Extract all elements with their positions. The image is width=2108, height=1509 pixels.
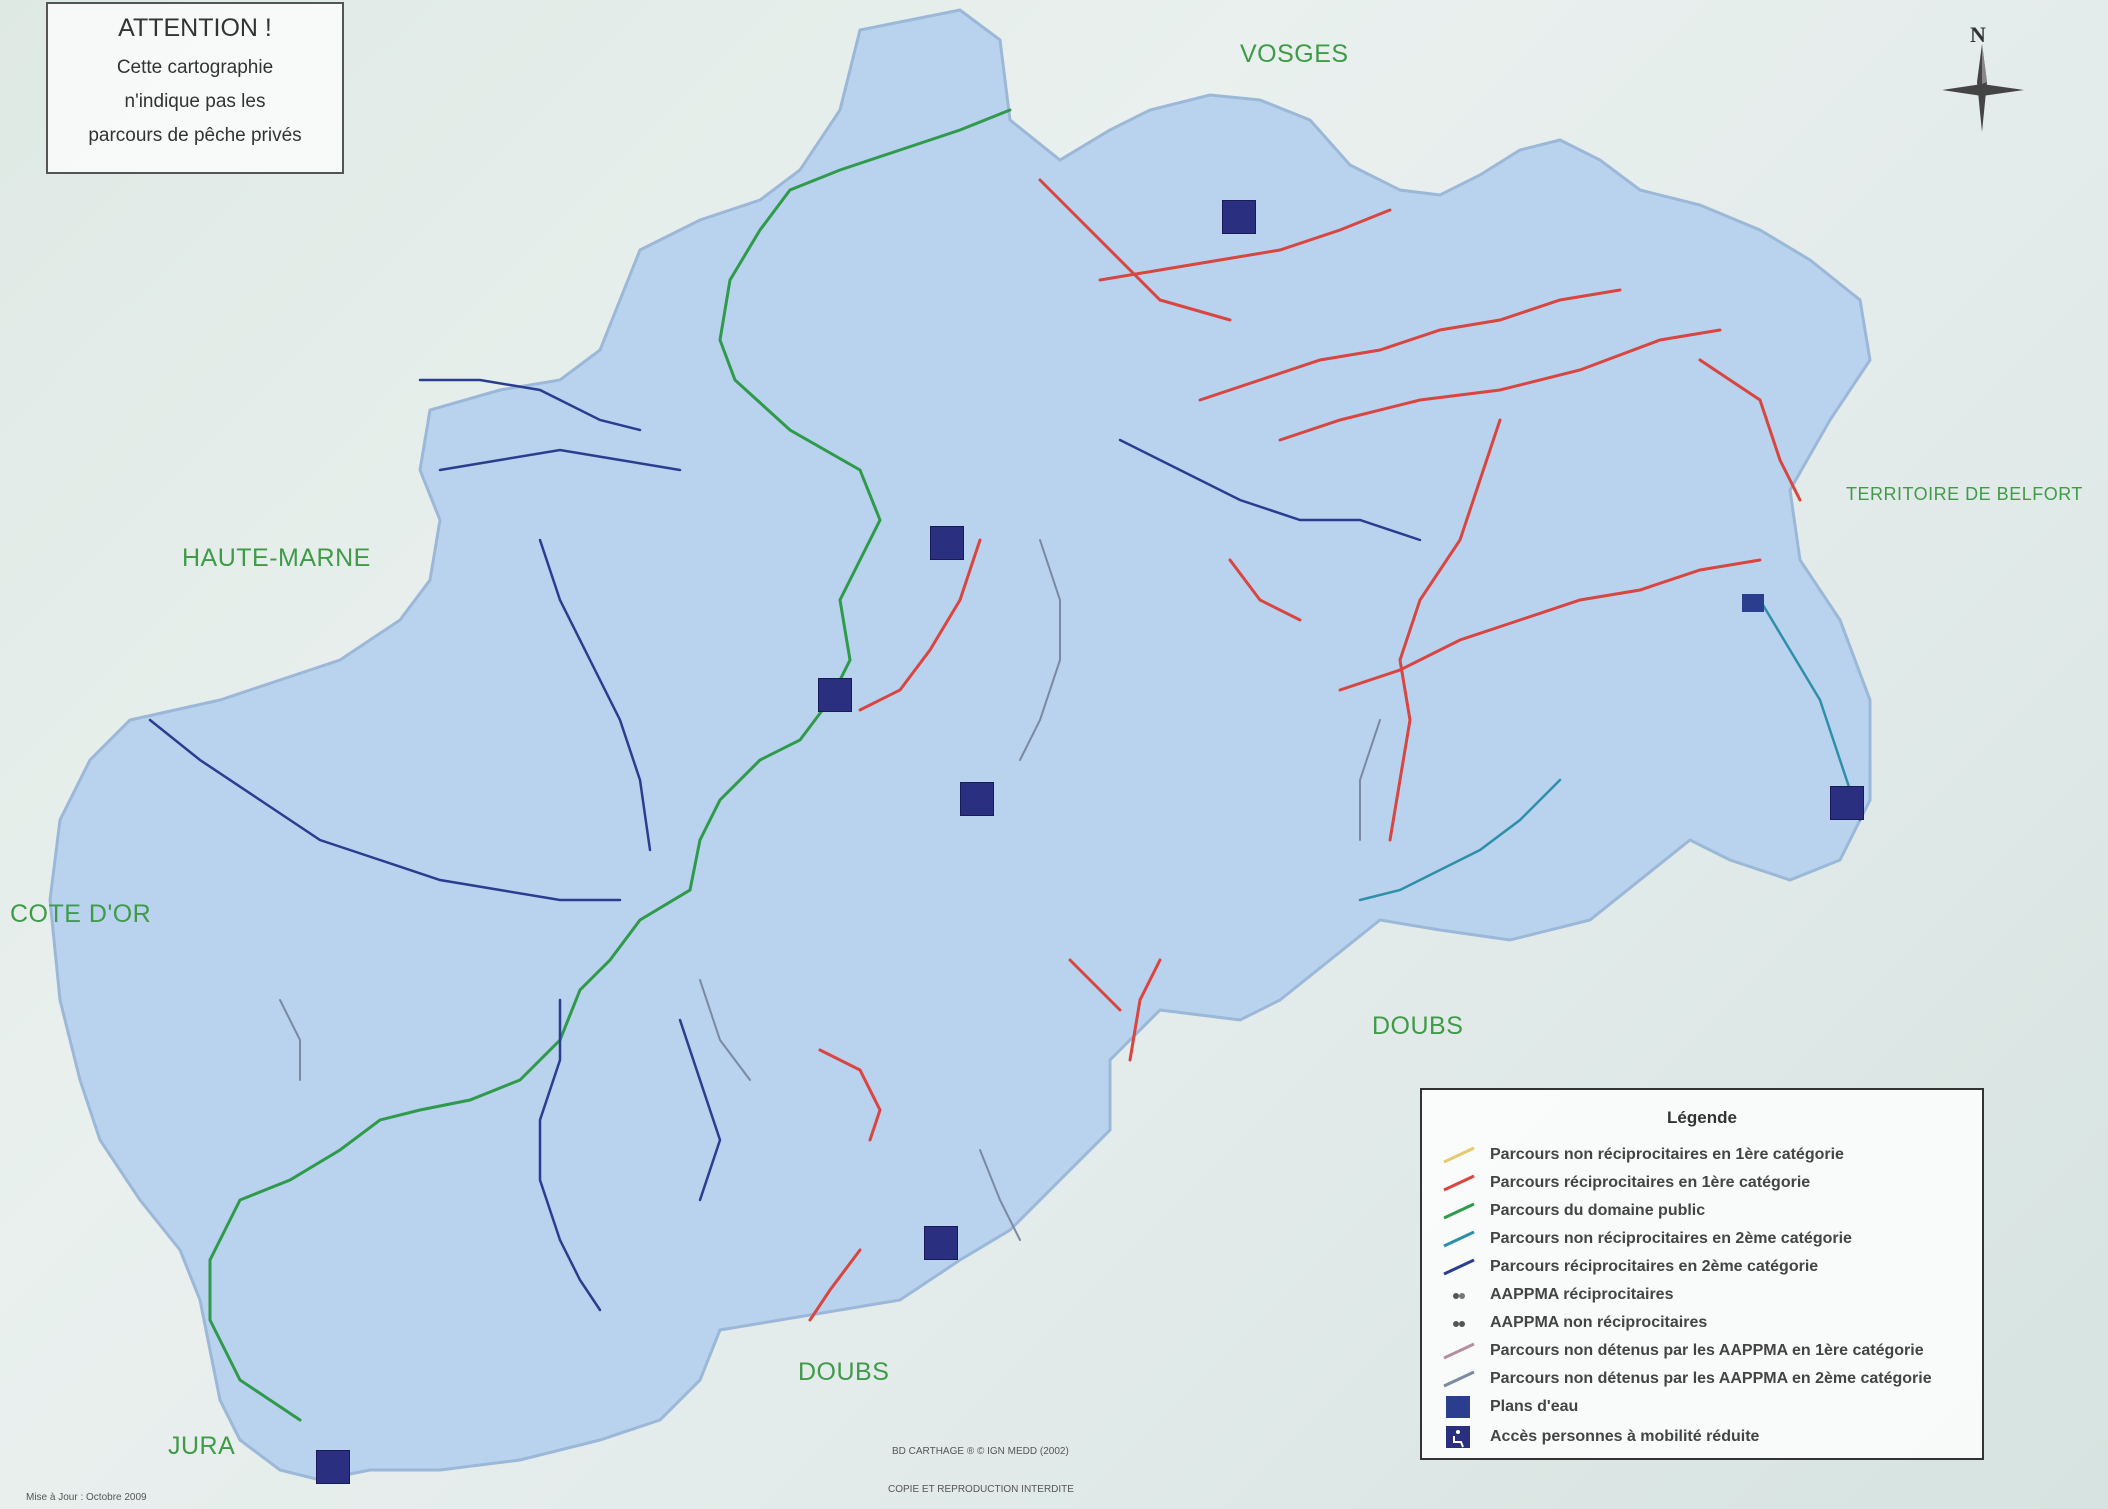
river-segment xyxy=(1019,539,1061,761)
legend-label: Parcours non réciprocitaires en 1ère cat… xyxy=(1490,1146,1844,1163)
river-segment xyxy=(818,1048,882,1142)
legend-title: Légende xyxy=(1667,1108,1737,1127)
department-shape xyxy=(48,8,1872,1482)
river-segment xyxy=(1118,438,1422,542)
river-segment xyxy=(1359,719,1381,841)
river-segment xyxy=(538,538,652,852)
legend-label: Parcours réciprocitaires en 1ère catégor… xyxy=(1490,1174,1811,1191)
water-body-icon xyxy=(1446,1396,1470,1418)
river-segment xyxy=(1098,208,1392,282)
river-segment xyxy=(1388,418,1502,842)
water-body-marker xyxy=(1742,594,1764,612)
attention-line-2: n'indique pas les xyxy=(124,91,266,112)
legend-line-symbol xyxy=(1443,1202,1475,1220)
region-haute-marne: HAUTE-MARNE xyxy=(182,544,371,572)
river-segment xyxy=(678,1018,722,1202)
legend-line-symbol xyxy=(1443,1258,1475,1276)
river-segment xyxy=(438,448,682,472)
pmr-access-icon[interactable] xyxy=(818,678,852,712)
river-segment xyxy=(148,718,622,902)
legend-item: AAPPMA non réciprocitaires xyxy=(1442,1312,1707,1334)
legend-item: Parcours non réciprocitaires en 1ère cat… xyxy=(1442,1144,1844,1166)
legend-line-symbol xyxy=(1443,1342,1475,1360)
svg-text:N: N xyxy=(1970,22,1986,47)
legend-label: Parcours réciprocitaires en 2ème catégor… xyxy=(1490,1258,1819,1275)
legend-line-symbol xyxy=(1443,1174,1475,1192)
river-segment xyxy=(279,999,301,1081)
region-cote-dor: COTE D'OR xyxy=(10,900,152,928)
river-segment xyxy=(1128,958,1162,1062)
credit-copyright: COPIE ET REPRODUCTION INTERDITE xyxy=(888,1484,1074,1495)
attention-title: ATTENTION ! xyxy=(118,14,272,42)
legend-item: Parcours réciprocitaires en 2ème catégor… xyxy=(1442,1256,1818,1278)
legend-line-symbol xyxy=(1443,1370,1475,1388)
credit-ign: BD CARTHAGE ® © IGN MEDD (2002) xyxy=(892,1446,1069,1457)
pmr-access-icon[interactable] xyxy=(1830,786,1864,820)
river-segment xyxy=(858,538,982,712)
aappma-recip-icon xyxy=(1453,1293,1465,1299)
river-segment xyxy=(1278,328,1722,442)
river-segment xyxy=(979,1149,1021,1241)
legend-item: Parcours non réciprocitaires en 2ème cat… xyxy=(1442,1228,1852,1250)
pmr-access-icon[interactable] xyxy=(930,526,964,560)
legend-label: Parcours non détenus par les AAPPMA en 2… xyxy=(1490,1370,1932,1387)
legend-label: Parcours non réciprocitaires en 2ème cat… xyxy=(1490,1230,1852,1247)
legend-label: Parcours non détenus par les AAPPMA en 1… xyxy=(1490,1342,1924,1359)
region-doubs-south: DOUBS xyxy=(798,1358,890,1386)
legend-label: Plans d'eau xyxy=(1490,1398,1579,1415)
region-territoire-de-belfort: TERRITOIRE DE BELFORT xyxy=(1846,484,2083,504)
legend-label: Accès personnes à mobilité réduite xyxy=(1490,1428,1760,1445)
river-segment xyxy=(1758,598,1862,822)
legend-item: Parcours non détenus par les AAPPMA en 1… xyxy=(1442,1340,1924,1362)
river-segment xyxy=(808,1248,862,1322)
pmr-access-icon[interactable] xyxy=(924,1226,958,1260)
river-segment xyxy=(1198,288,1622,402)
map-legend: Légende Parcours non réciprocitaires en … xyxy=(1420,1088,1984,1460)
legend-label: AAPPMA non réciprocitaires xyxy=(1490,1314,1708,1331)
river-segment xyxy=(208,108,1012,1422)
river-segment xyxy=(538,998,602,1312)
river-segment xyxy=(1068,958,1122,1012)
pmr-access-icon[interactable] xyxy=(316,1450,350,1484)
north-arrow-icon: N xyxy=(1942,22,2024,132)
legend-item: Parcours réciprocitaires en 1ère catégor… xyxy=(1442,1172,1810,1194)
legend-line-symbol xyxy=(1443,1230,1475,1248)
legend-item: AAPPMA réciprocitaires xyxy=(1442,1284,1673,1306)
legend-item: Plans d'eau xyxy=(1442,1396,1578,1418)
legend-item: Parcours non détenus par les AAPPMA en 2… xyxy=(1442,1368,1932,1390)
river-segment xyxy=(1358,778,1562,902)
legend-line-symbol xyxy=(1443,1146,1475,1164)
legend-item: Accès personnes à mobilité réduite xyxy=(1442,1426,1759,1448)
river-segment xyxy=(1338,558,1762,692)
legend-label: Parcours du domaine public xyxy=(1490,1202,1706,1219)
river-segment xyxy=(1698,358,1802,502)
region-doubs-east: DOUBS xyxy=(1372,1012,1464,1040)
wheelchair-icon xyxy=(1446,1426,1470,1448)
river-segment xyxy=(1228,558,1302,622)
river-segment xyxy=(418,378,642,432)
attention-box: ATTENTION ! Cette cartographie n'indique… xyxy=(46,2,344,174)
river-segment xyxy=(699,979,751,1081)
region-jura: JURA xyxy=(168,1432,236,1460)
legend-label: AAPPMA réciprocitaires xyxy=(1490,1286,1674,1303)
rivers-layer xyxy=(148,108,1862,1422)
aappma-nonrecip-icon xyxy=(1453,1321,1465,1327)
legend-item: Parcours du domaine public xyxy=(1442,1200,1705,1222)
attention-line-1: Cette cartographie xyxy=(116,57,274,78)
pmr-access-icon[interactable] xyxy=(960,782,994,816)
region-vosges: VOSGES xyxy=(1240,40,1349,68)
pmr-access-icon[interactable] xyxy=(1222,200,1256,234)
river-segment xyxy=(1038,178,1232,322)
attention-line-3: parcours de pêche privés xyxy=(88,125,302,146)
update-date: Mise à Jour : Octobre 2009 xyxy=(26,1492,147,1503)
